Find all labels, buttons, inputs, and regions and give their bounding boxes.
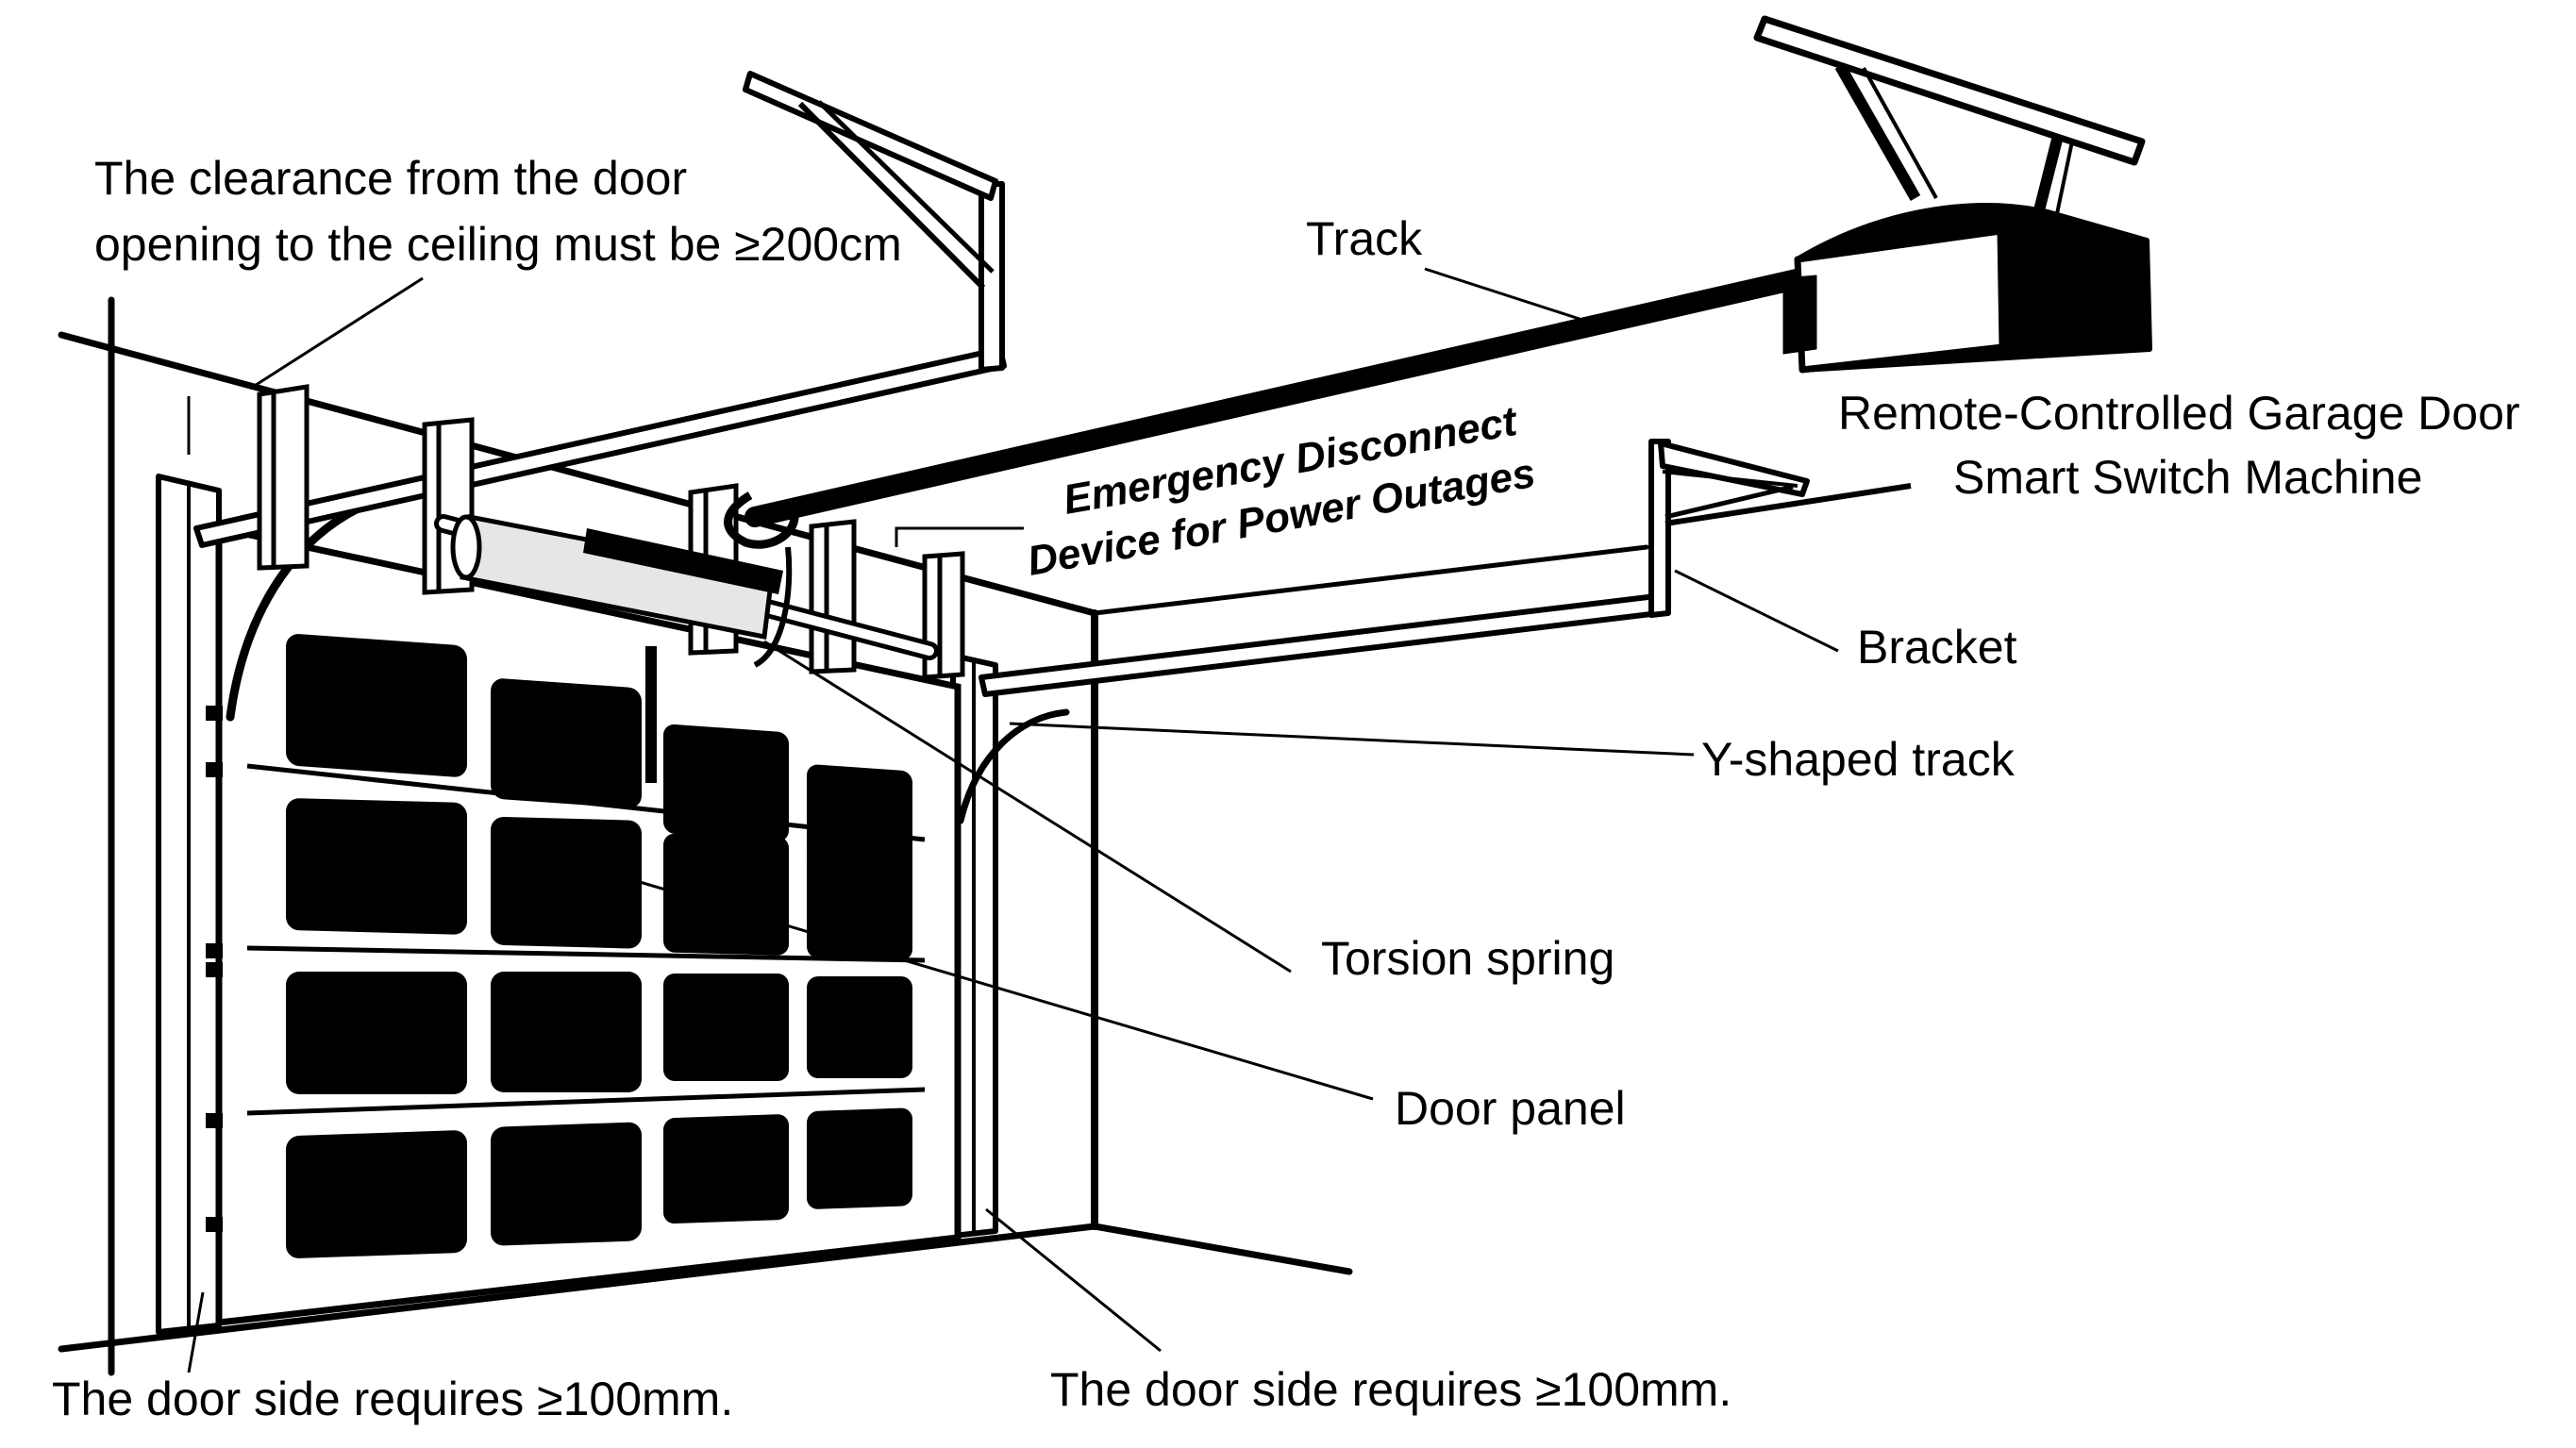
machine-label-line1: Remote-Controlled Garage Door	[1838, 387, 2520, 440]
door-panel	[206, 524, 962, 1326]
door-side-right-label: The door side requires ≥100mm.	[1050, 1363, 1731, 1416]
leader-lines	[187, 267, 1839, 1373]
main-track	[724, 263, 1832, 668]
torsion-spring	[434, 514, 939, 660]
clearance-label-line1: The clearance from the door	[94, 152, 687, 205]
clearance-label-line2: opening to the ceiling must be ≥200cm	[94, 218, 902, 271]
torsion-spring-label: Torsion spring	[1321, 932, 1614, 985]
machine-label-line2: Smart Switch Machine	[1953, 451, 2422, 504]
y-track-label: Y-shaped track	[1701, 733, 2016, 786]
bracket-label: Bracket	[1857, 621, 2017, 674]
bracket	[743, 71, 1912, 618]
door-windows	[286, 634, 912, 1258]
door-panel-label: Door panel	[1395, 1082, 1626, 1135]
door-side-left-label: The door side requires ≥100mm.	[52, 1373, 733, 1425]
track-label: Track	[1306, 212, 1423, 265]
garage-door-opener	[1753, 15, 2152, 374]
